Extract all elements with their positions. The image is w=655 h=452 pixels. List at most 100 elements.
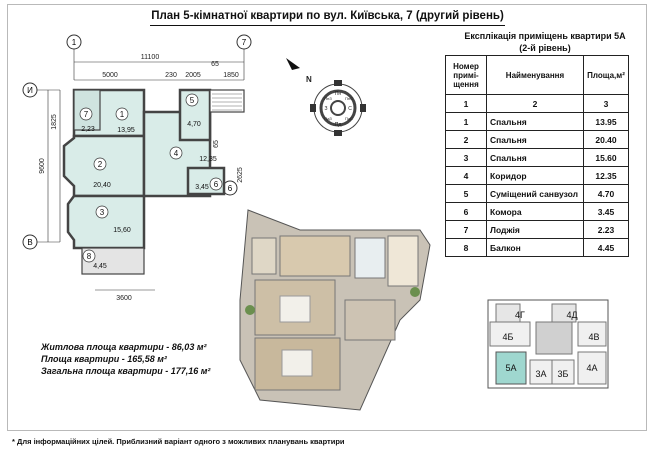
row-number: 7 (445, 220, 487, 239)
compass-label: ПдС (345, 116, 353, 121)
row-area: 15.60 (583, 148, 629, 167)
dim-label: 3600 (116, 295, 132, 302)
key-label: 4Б (503, 332, 514, 342)
apartment-area: Площа квартири - 165,58 м² (41, 354, 167, 364)
room-area: 12,35 (199, 156, 217, 163)
room-3 (66, 194, 146, 250)
render-loggia (251, 237, 277, 275)
index-cell: 1 (445, 94, 487, 113)
north-arrow-icon (286, 58, 300, 70)
compass-label: Пн (335, 91, 342, 97)
key-label: 3Б (558, 369, 569, 379)
dim-label: 11100 (141, 54, 160, 61)
room-area: 4,70 (187, 121, 201, 128)
room-number: 2 (98, 160, 103, 169)
dim-label: 2625 (237, 167, 244, 183)
header-area: Площа,м² (583, 55, 629, 95)
compass-label: ПнС (345, 96, 353, 101)
title-underline (150, 25, 505, 26)
room-number: 6 (214, 180, 219, 189)
table-index-row: 1 2 3 (445, 94, 629, 113)
stair-hatch (212, 93, 242, 111)
row-name: Спальня (486, 112, 584, 131)
key-plan: 4Г 4Д 4Б 4В 5А 3А 3Б 4А (487, 299, 609, 389)
footnote: * Для інформаційних цілей. Приблизний ва… (12, 437, 345, 446)
row-number: 4 (445, 166, 487, 185)
dim-label: 2005 (185, 72, 201, 79)
room-number: 8 (87, 252, 92, 261)
row-name: Коридор (486, 166, 584, 185)
explication-title: Експлікація приміщень квартири 5А (2-й р… (445, 30, 645, 54)
row-number: 5 (445, 184, 487, 203)
row-area: 4.70 (583, 184, 629, 203)
dimension-lines (47, 61, 244, 291)
row-area: 4.45 (583, 238, 629, 257)
dim-label: 9600 (39, 158, 46, 174)
dim-label: 5000 (102, 72, 118, 79)
render-stairs (387, 235, 419, 287)
total-area: Загальна площа квартири - 177,16 м² (41, 366, 211, 376)
explication-title-line2: (2-й рівень) (519, 43, 571, 53)
axis-label: 6 (228, 184, 233, 193)
room-area: 15,60 (113, 227, 131, 234)
compass-label: С (348, 106, 352, 112)
area-summary: Житлова площа квартири - 86,03 м² Площа … (41, 341, 210, 377)
dim-label: 1850 (223, 72, 239, 79)
row-name: Суміщений санвузол (486, 184, 584, 203)
row-number: 2 (445, 130, 487, 149)
key-label: 3А (535, 369, 546, 379)
compass-label: ПдЗ (324, 116, 332, 121)
row-area: 3.45 (583, 202, 629, 221)
room-number: 3 (100, 208, 105, 217)
room-number: 7 (84, 110, 89, 119)
axis-label: В (27, 238, 32, 247)
axis-label: 7 (242, 38, 247, 47)
header-name: Найменування (486, 55, 584, 95)
axis-label: И (27, 86, 33, 95)
compass-label: ПнЗ (324, 96, 332, 101)
render-bath (354, 237, 386, 279)
room-area: 20,40 (93, 182, 111, 189)
room-area: 3,45 (195, 184, 209, 191)
compass-n: N (306, 75, 312, 84)
row-number: 3 (445, 148, 487, 167)
page-title: План 5-кімнатної квартири по вул. Київсь… (151, 10, 504, 22)
room-number: 1 (120, 110, 125, 119)
key-label: 5А (505, 363, 516, 373)
row-area: 2.23 (583, 220, 629, 239)
row-area: 12.35 (583, 166, 629, 185)
key-label: 4Г (515, 310, 525, 320)
key-label: 4А (586, 363, 597, 373)
compass-label: З (324, 106, 327, 112)
row-area: 13.95 (583, 112, 629, 131)
3d-plan-render (239, 209, 431, 411)
render-bed-icon (279, 295, 311, 323)
room-number: 5 (190, 96, 195, 105)
row-number: 6 (445, 202, 487, 221)
room-area: 2,23 (81, 126, 95, 133)
row-name: Комора (486, 202, 584, 221)
living-area: Житлова площа квартири - 86,03 м² (41, 342, 207, 352)
render-room (279, 235, 351, 277)
row-name: Спальня (486, 130, 584, 149)
explication-table: Номер примі-щення Найменування Площа,м² … (445, 55, 629, 257)
dim-label: 230 (165, 72, 177, 79)
row-area: 20.40 (583, 130, 629, 149)
dim-label: 65 (211, 61, 219, 68)
axis-markers: 1 7 И В 6 (22, 34, 252, 250)
compass-rose: N Пн Пд З С ПнЗ ПнС ПдЗ ПдС (286, 58, 366, 136)
index-cell: 3 (583, 94, 629, 113)
compass-label: Пд (335, 122, 342, 128)
dim-label: 65 (213, 140, 220, 148)
table-header-row: Номер примі-щення Найменування Площа,м² (445, 55, 629, 95)
room-number: 4 (174, 149, 179, 158)
render-corridor (344, 299, 396, 341)
